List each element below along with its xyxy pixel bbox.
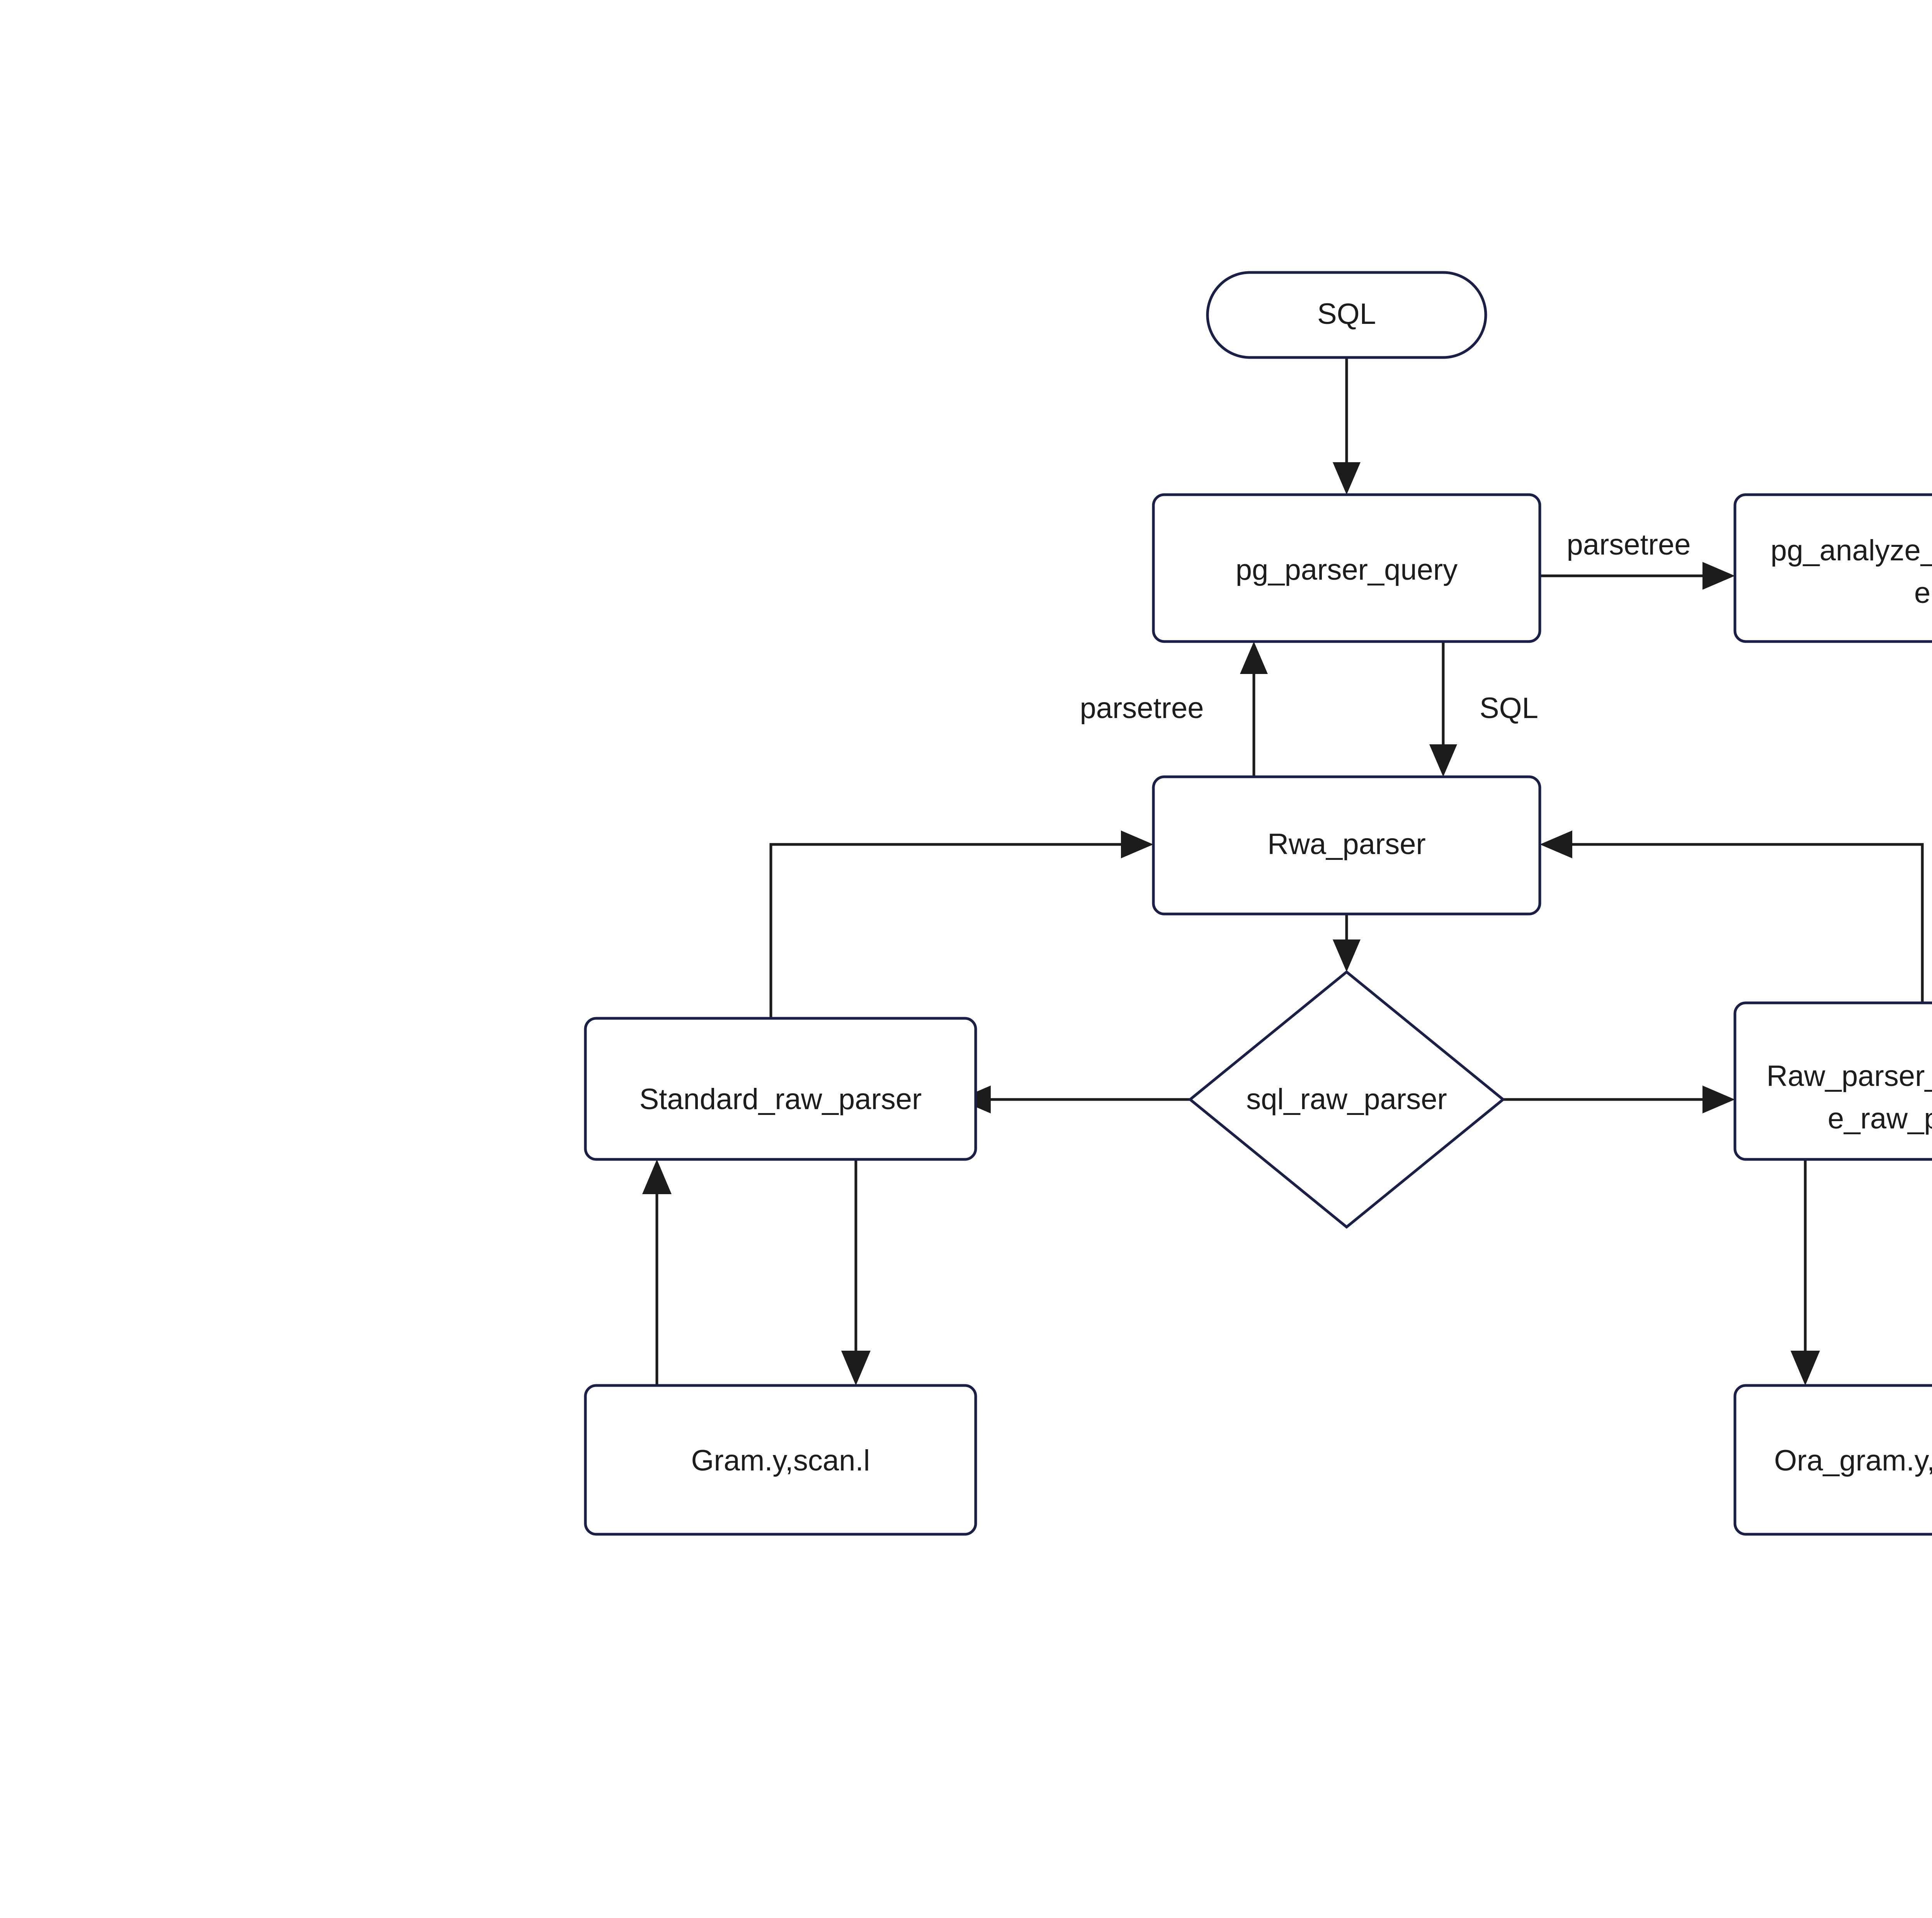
- node-sql-raw-parser[interactable]: sql_raw_parser: [1188, 970, 1505, 1229]
- edge-standard-raw-parser-to-gram-scan: [841, 1159, 871, 1385]
- node-raw-parser-hook-label-line2: e_raw_parser): [1828, 1102, 1932, 1135]
- node-sql-input[interactable]: SQL: [1206, 271, 1487, 359]
- node-pg-parser-query-label: pg_parser_query: [1236, 553, 1458, 586]
- node-rwa-parser-shape[interactable]: [1152, 775, 1541, 916]
- node-raw-parser-hook-shape[interactable]: [1733, 1001, 1932, 1161]
- edge-pg-parser-query-to-rwa-parser: SQL: [1429, 642, 1538, 777]
- node-pg-analyze-and-rewrite-label-line1: pg_analyze_and_rewrit: [1770, 534, 1932, 567]
- node-sql-raw-parser-shape[interactable]: [1188, 970, 1505, 1229]
- edge-gram-scan-to-standard-raw-parser: [642, 1159, 672, 1385]
- edge-standard-raw-parser-to-rwa-parser: [769, 831, 1153, 1018]
- edge-rwa-parser-to-pg-parser-query: parsetree: [1080, 642, 1268, 777]
- node-pg-analyze-and-rewrite-label-line2: e: [1914, 577, 1930, 609]
- node-ora-gram-scan-label: Ora_gram.y,ora_scan.l: [1774, 1444, 1932, 1477]
- edge-label-parsetree-to-analyze: parsetree: [1566, 528, 1690, 561]
- edge-raw-parser-hook-to-rwa-parser: [1540, 831, 1924, 1003]
- node-sql-raw-parser-label: sql_raw_parser: [1246, 1083, 1447, 1116]
- node-raw-parser-hook[interactable]: Raw_parser_hook(oracl e_raw_parser): [1733, 1001, 1932, 1161]
- node-standard-raw-parser[interactable]: Standard_raw_parser: [584, 1017, 977, 1161]
- node-standard-raw-parser-label: Standard_raw_parser: [639, 1083, 922, 1116]
- edge-rwa-parser-to-sql-raw-parser: [1333, 914, 1361, 972]
- edge-label-sql-down: SQL: [1480, 692, 1538, 725]
- node-standard-raw-parser-shape[interactable]: [584, 1017, 977, 1161]
- node-pg-parser-query-shape[interactable]: [1152, 493, 1541, 643]
- edge-sql-raw-parser-to-standard-raw-parser: [958, 1086, 1190, 1113]
- node-ora-gram-scan[interactable]: Ora_gram.y,ora_scan.l: [1733, 1384, 1932, 1536]
- edge-label-parsetree-up: parsetree: [1080, 692, 1204, 725]
- node-gram-scan-label: Gram.y,scan.l: [691, 1444, 870, 1477]
- edge-raw-parser-hook-to-ora-gram-scan: [1791, 1159, 1820, 1385]
- node-pg-analyze-and-rewrite[interactable]: pg_analyze_and_rewrit e: [1733, 493, 1932, 643]
- node-rwa-parser-label: Rwa_parser: [1267, 828, 1426, 861]
- node-pg-parser-query[interactable]: pg_parser_query: [1152, 493, 1541, 643]
- node-raw-parser-hook-label-line1: Raw_parser_hook(oracl: [1767, 1060, 1932, 1093]
- edge-sql-raw-parser-to-raw-parser-hook: [1503, 1086, 1735, 1113]
- node-gram-scan-shape[interactable]: [584, 1384, 977, 1536]
- node-rwa-parser[interactable]: Rwa_parser: [1152, 775, 1541, 916]
- node-pg-analyze-and-rewrite-shape[interactable]: [1733, 493, 1932, 643]
- node-sql-input-label: SQL: [1317, 298, 1376, 330]
- node-gram-scan[interactable]: Gram.y,scan.l: [584, 1384, 977, 1536]
- node-sql-input-shape[interactable]: [1206, 271, 1487, 359]
- edge-sql-to-pg-parser-query: [1333, 357, 1361, 495]
- node-ora-gram-scan-shape[interactable]: [1733, 1384, 1932, 1536]
- edge-pg-parser-query-to-pg-analyze: parsetree: [1540, 528, 1735, 590]
